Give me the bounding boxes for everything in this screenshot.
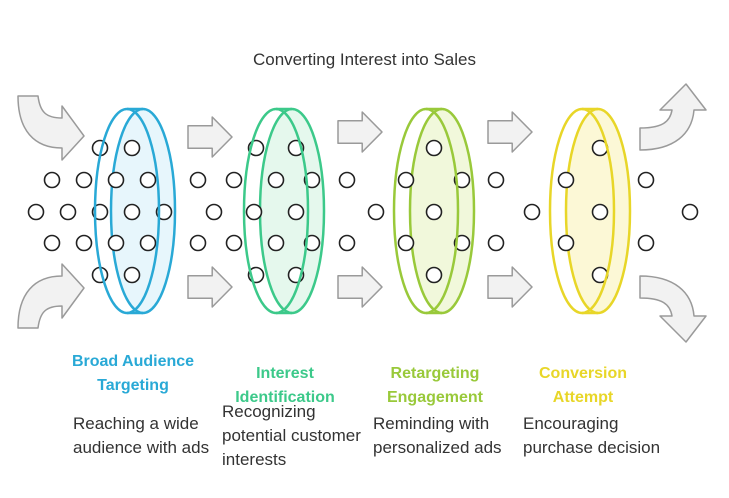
stage-3-title: Retargeting Engagement — [386, 365, 483, 406]
audience-dot — [189, 171, 207, 189]
audience-dot — [107, 234, 125, 252]
curved-arrow-icon — [639, 83, 707, 151]
audience-dot — [637, 171, 655, 189]
audience-dot — [453, 171, 471, 189]
audience-dot — [453, 234, 471, 252]
audience-dot — [139, 234, 157, 252]
audience-dot — [487, 171, 505, 189]
audience-dot — [287, 203, 305, 221]
audience-dot — [43, 171, 61, 189]
stage-4-title: Conversion Attempt — [538, 365, 627, 406]
audience-dot — [557, 234, 575, 252]
audience-dot — [338, 234, 356, 252]
right-arrow-icon — [187, 266, 233, 308]
audience-dot — [367, 203, 385, 221]
audience-dot — [123, 139, 141, 157]
audience-dot — [338, 171, 356, 189]
right-arrow-icon — [487, 111, 533, 153]
audience-dot — [557, 171, 575, 189]
audience-dot — [397, 171, 415, 189]
diagram-title: Converting Interest into Sales — [252, 50, 476, 69]
audience-dot — [205, 203, 223, 221]
right-arrow-icon — [187, 116, 233, 158]
curved-arrow-icon — [17, 263, 85, 329]
right-arrow-icon — [337, 266, 383, 308]
stage-4-ring-front — [548, 107, 616, 315]
audience-dot — [591, 203, 609, 221]
stage-2-ring-front — [242, 107, 310, 315]
audience-dot — [75, 171, 93, 189]
right-arrow-icon — [337, 111, 383, 153]
audience-dot — [75, 234, 93, 252]
audience-dot — [425, 203, 443, 221]
stage-1-ring-front — [93, 107, 161, 315]
stage-2-title: Interest Identification — [235, 365, 335, 406]
audience-dot — [425, 266, 443, 284]
audience-dot — [155, 203, 173, 221]
curved-arrow-icon — [639, 275, 707, 343]
stage-1-title: Broad Audience Targeting — [71, 353, 195, 394]
audience-dot — [487, 234, 505, 252]
audience-dot — [27, 203, 45, 221]
audience-dot — [225, 234, 243, 252]
stage-4-description: Encouraging purchase decision — [523, 414, 661, 457]
stage-1-description: Reaching a wide audience with ads — [73, 414, 210, 457]
audience-dot — [303, 171, 321, 189]
curved-arrow-icon — [17, 95, 85, 161]
audience-dot — [107, 171, 125, 189]
audience-dot — [139, 171, 157, 189]
audience-dot — [303, 234, 321, 252]
audience-dot — [267, 234, 285, 252]
audience-dot — [267, 171, 285, 189]
audience-dot — [59, 203, 77, 221]
audience-dot — [225, 171, 243, 189]
audience-dot — [681, 203, 699, 221]
audience-dot — [245, 203, 263, 221]
audience-dot — [123, 203, 141, 221]
audience-dot — [123, 266, 141, 284]
right-arrow-icon — [487, 266, 533, 308]
stage-2-description: Recognizing potential customer interests — [222, 402, 361, 469]
stage-3-ring-front — [392, 107, 460, 315]
stage-3-description: Reminding with personalized ads — [373, 414, 502, 457]
audience-dot — [43, 234, 61, 252]
audience-dot — [425, 139, 443, 157]
audience-dot — [637, 234, 655, 252]
audience-dot — [397, 234, 415, 252]
audience-dot — [189, 234, 207, 252]
audience-dot — [523, 203, 541, 221]
